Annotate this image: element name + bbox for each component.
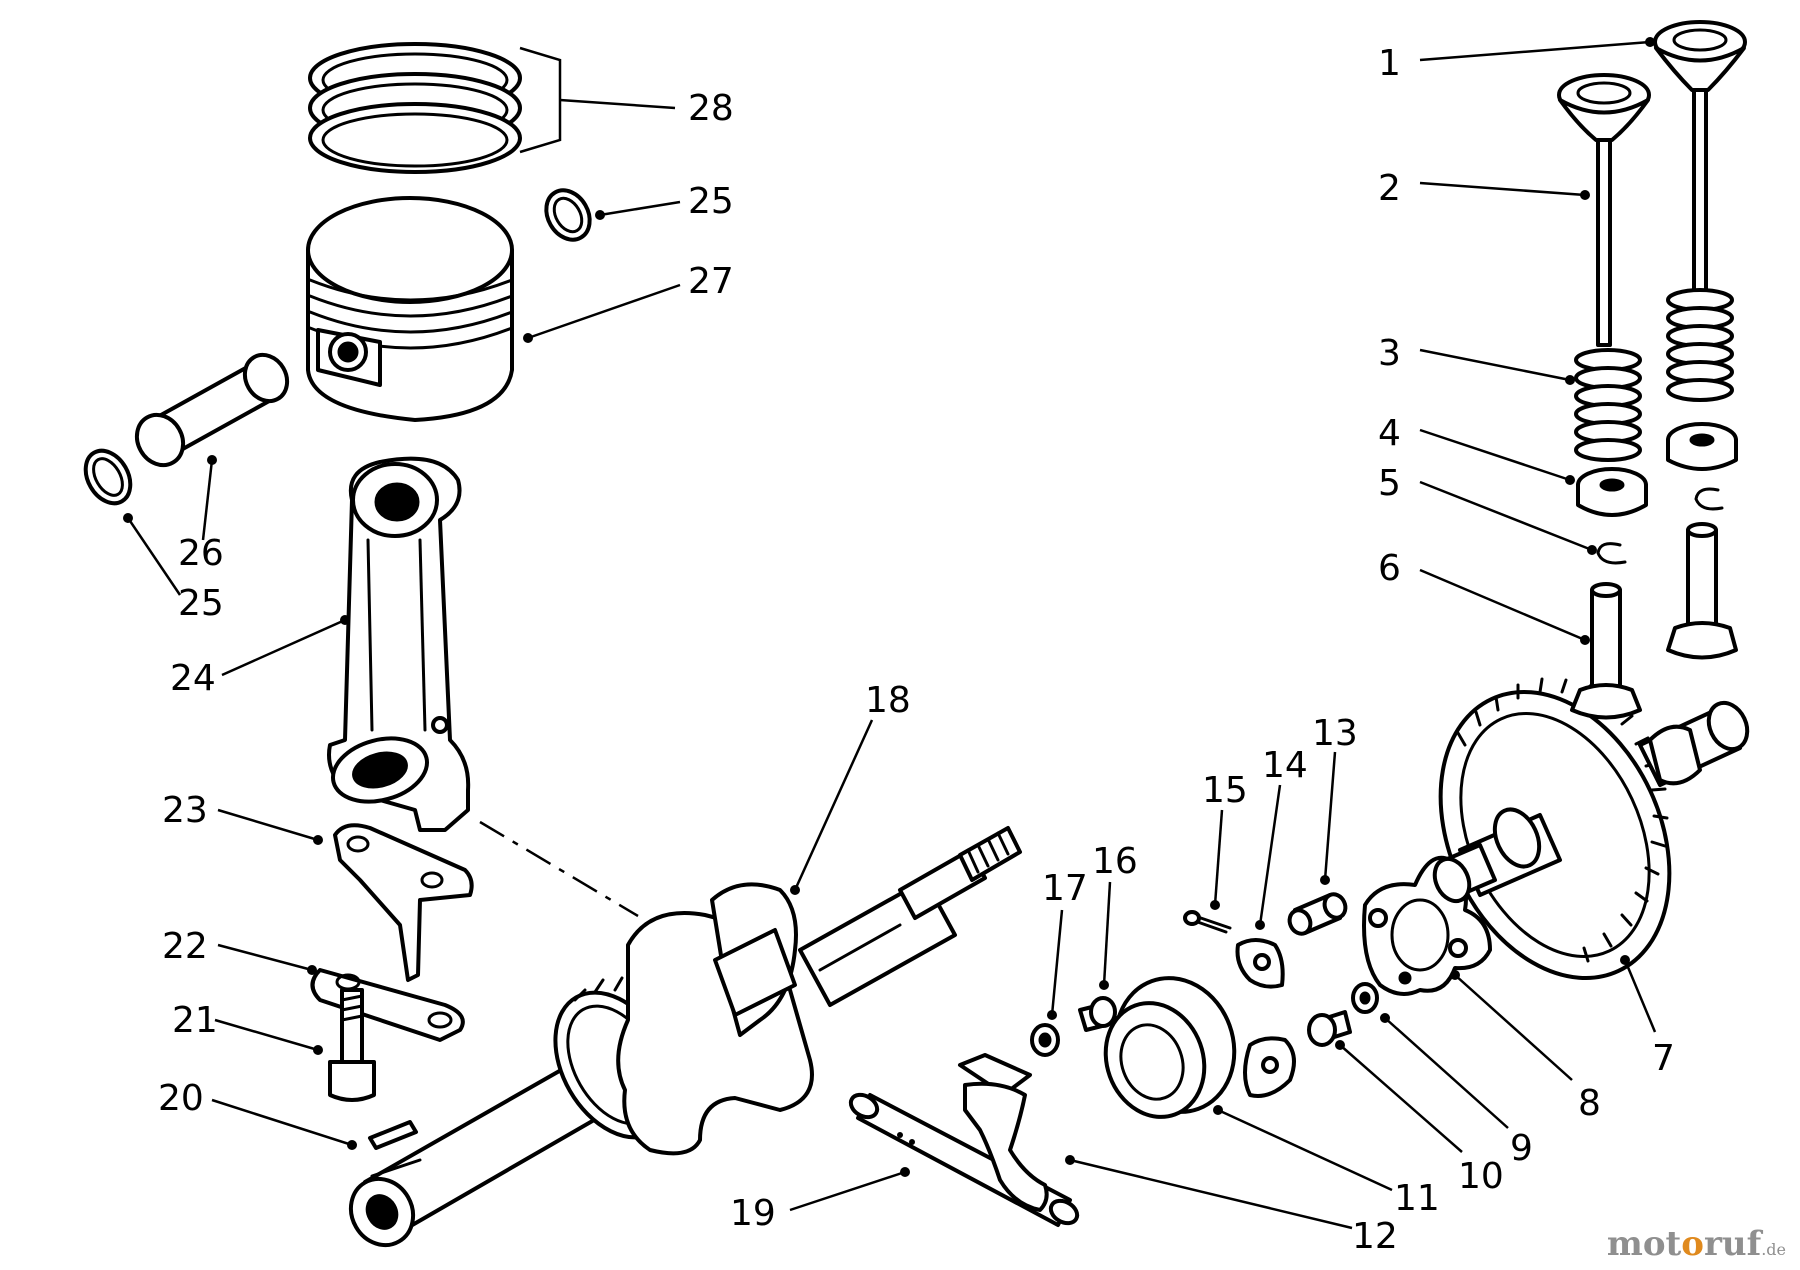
callout-4: 4 bbox=[1378, 413, 1401, 454]
callout-12: 12 bbox=[1352, 1216, 1398, 1257]
callout-11: 11 bbox=[1394, 1178, 1440, 1219]
lock-washer bbox=[1351, 982, 1379, 1014]
callout-13: 13 bbox=[1312, 713, 1358, 754]
callout-3: 3 bbox=[1378, 333, 1401, 374]
watermark-text-3: ruf bbox=[1703, 1224, 1762, 1264]
leader-lines bbox=[123, 37, 1657, 1230]
callout-2: 2 bbox=[1378, 168, 1401, 209]
spring-right bbox=[1666, 288, 1734, 402]
connecting-rod bbox=[327, 456, 471, 832]
callout-19: 19 bbox=[730, 1193, 776, 1234]
plate bbox=[310, 968, 465, 1042]
callout-14: 14 bbox=[1262, 745, 1308, 786]
spring-left bbox=[1574, 348, 1642, 462]
screw-16 bbox=[1078, 996, 1117, 1032]
screw-10 bbox=[1307, 1010, 1352, 1047]
callout-23: 23 bbox=[162, 790, 208, 831]
valve-keepers bbox=[1596, 487, 1724, 565]
callout-6: 6 bbox=[1378, 548, 1401, 589]
bolt bbox=[328, 988, 376, 1102]
callout-7: 7 bbox=[1652, 1038, 1675, 1079]
callout-22: 22 bbox=[162, 926, 208, 967]
callout-9: 9 bbox=[1510, 1128, 1533, 1169]
callout-21: 21 bbox=[172, 1000, 218, 1041]
callout-15: 15 bbox=[1202, 770, 1248, 811]
camshaft bbox=[1432, 677, 1750, 981]
spring-retainers bbox=[1576, 422, 1738, 517]
watermark-text-2: o bbox=[1681, 1224, 1704, 1264]
callout-20: 20 bbox=[158, 1078, 204, 1119]
washer bbox=[1030, 1023, 1060, 1057]
circlip-lower bbox=[83, 448, 133, 506]
key bbox=[368, 1120, 418, 1150]
watermark-tld: .de bbox=[1761, 1240, 1786, 1259]
piston-rings bbox=[308, 42, 522, 174]
callout-16: 16 bbox=[1092, 841, 1138, 882]
callout-8: 8 bbox=[1578, 1083, 1601, 1124]
callout-labels: 1 2 3 4 5 6 7 8 9 10 11 12 13 14 15 16 1… bbox=[158, 43, 1675, 1257]
callout-27: 27 bbox=[688, 261, 734, 302]
cotter-pin bbox=[1183, 910, 1232, 934]
lock-plate bbox=[333, 823, 474, 982]
callout-1: 1 bbox=[1378, 43, 1401, 84]
valves-springs bbox=[1557, 20, 1747, 462]
callout-26: 26 bbox=[178, 533, 224, 574]
piston-pin bbox=[134, 352, 290, 468]
spacer bbox=[1287, 892, 1348, 936]
callout-25-lower: 25 bbox=[178, 583, 224, 624]
callout-25-upper: 25 bbox=[688, 181, 734, 222]
callout-18: 18 bbox=[865, 680, 911, 721]
callout-10: 10 bbox=[1458, 1156, 1504, 1197]
callout-24: 24 bbox=[170, 658, 216, 699]
watermark-logo: motoruf.de bbox=[1607, 1224, 1786, 1264]
crankshaft bbox=[348, 826, 1022, 1248]
bracket bbox=[1235, 938, 1285, 989]
callout-5: 5 bbox=[1378, 463, 1401, 504]
governor-arm bbox=[958, 1053, 1049, 1212]
callout-17: 17 bbox=[1042, 868, 1088, 909]
callout-28: 28 bbox=[688, 88, 734, 129]
watermark-text-1: mot bbox=[1606, 1224, 1682, 1264]
governor-sleeve bbox=[1103, 976, 1296, 1119]
circlip-upper bbox=[544, 188, 592, 242]
valve-tappets bbox=[1570, 522, 1738, 720]
piston bbox=[306, 196, 514, 422]
alignment-line bbox=[479, 820, 639, 918]
